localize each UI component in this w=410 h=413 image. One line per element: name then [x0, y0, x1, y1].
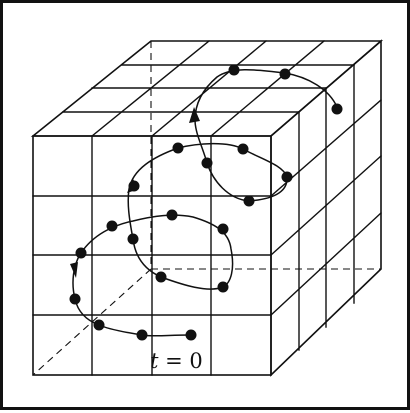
trajectory-dot [166, 209, 178, 221]
trajectory-dot [93, 319, 105, 331]
time-equals-zero: = 0 [158, 349, 202, 373]
right-face-grid [270, 39, 382, 377]
trajectory-path [72, 68, 338, 337]
trajectory-dot [172, 142, 184, 154]
trajectory-dot [136, 329, 148, 341]
trajectory-dot [217, 223, 229, 235]
trajectory-dot [237, 143, 249, 155]
start-time-label: t = 0 [150, 349, 203, 373]
hidden-edges [32, 41, 381, 376]
right-face-outline [270, 39, 382, 377]
trajectory-dot [243, 195, 255, 207]
trajectory-dot [279, 68, 291, 80]
arrowhead-upper [189, 107, 200, 123]
trajectory-dot [281, 171, 293, 183]
time-variable: t [150, 349, 159, 373]
cube-diagram: t = 0 [30, 39, 384, 377]
trajectory-dot [128, 180, 140, 192]
trajectory-dot [185, 329, 197, 341]
trajectory-dot [228, 64, 240, 76]
trajectory-dot [106, 220, 118, 232]
hidden-depth-edge [32, 268, 152, 376]
trajectory-dot [217, 281, 229, 293]
trajectory-dot [127, 233, 139, 245]
trajectory-dot [69, 293, 81, 305]
arrowhead-lower [70, 262, 78, 278]
trajectory-dot [331, 103, 343, 115]
top-face-grid [30, 40, 384, 137]
trajectory-dots [69, 64, 343, 341]
front-face-grid [32, 135, 272, 376]
trajectory-dot [75, 247, 87, 259]
trajectory-dot [155, 271, 167, 283]
trajectory-dot [201, 157, 213, 169]
